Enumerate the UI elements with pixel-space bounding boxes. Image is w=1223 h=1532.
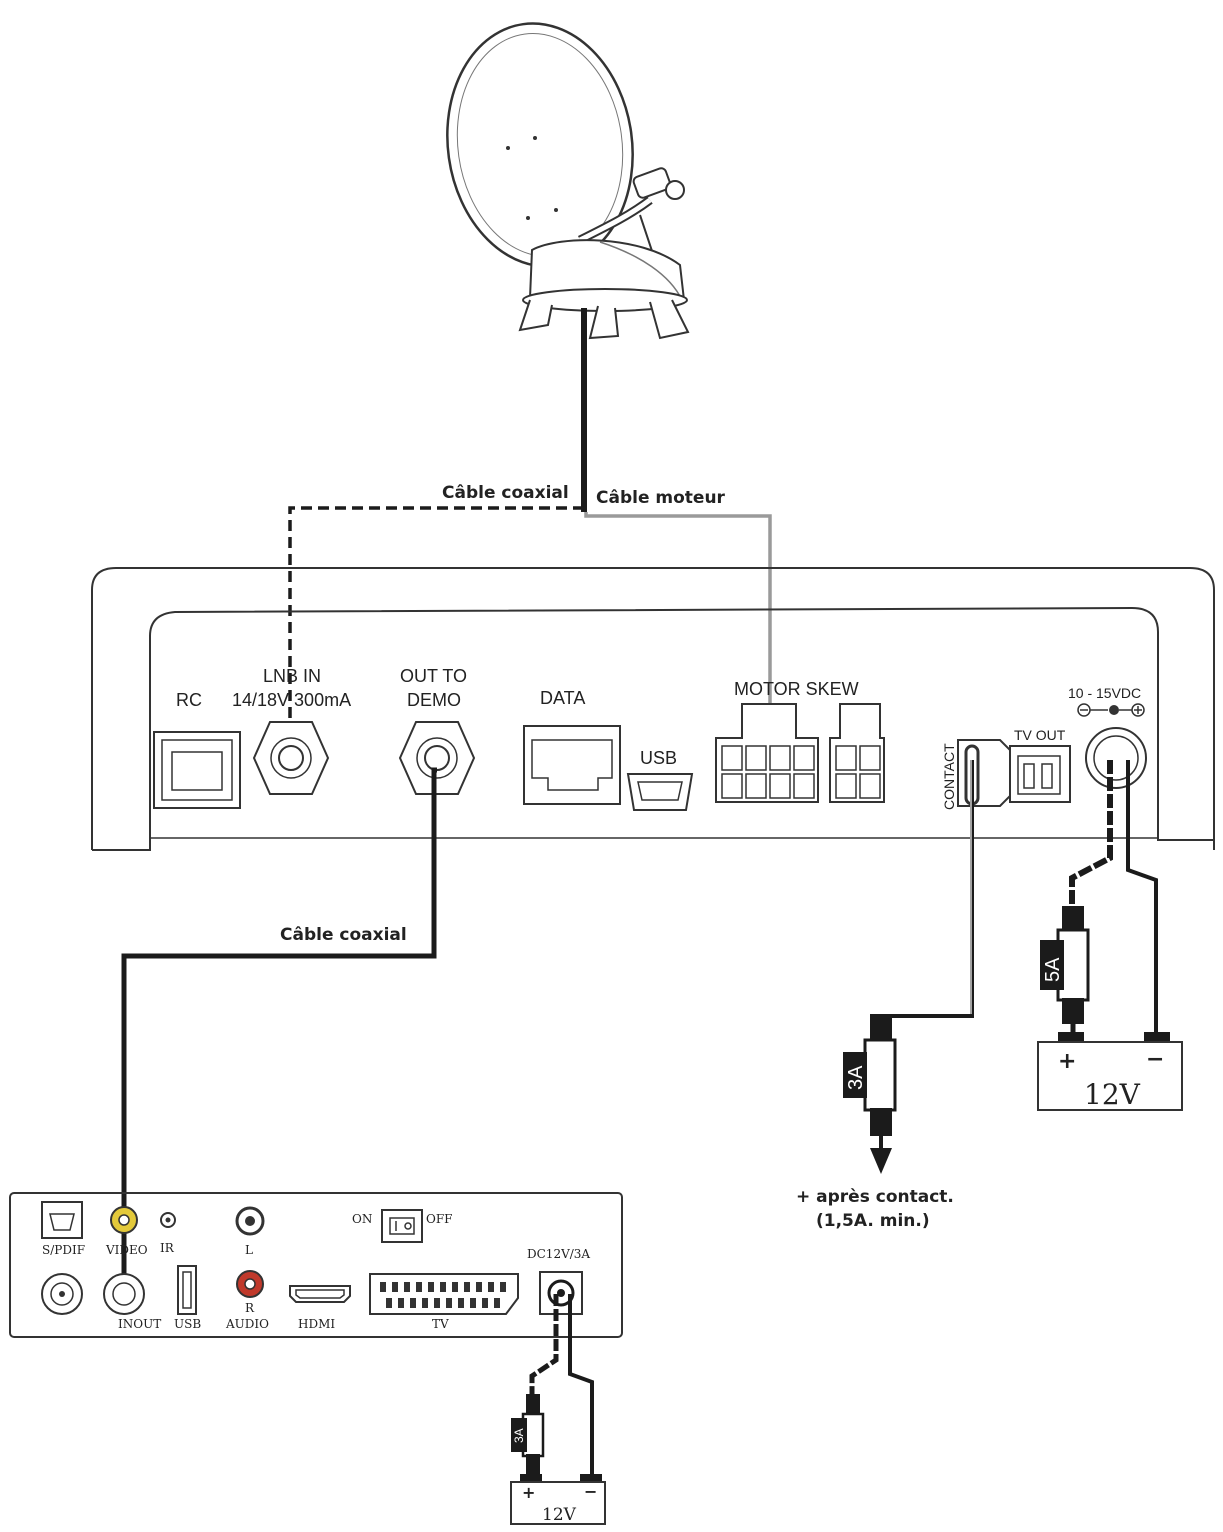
- receiver-usb-port[interactable]: [177, 1265, 197, 1315]
- coax-cable-top-label: Câble coaxial: [442, 483, 569, 503]
- audio-r-label: R: [245, 1301, 255, 1315]
- antenna-in-jack[interactable]: [41, 1273, 83, 1315]
- receiver-battery-minus: −: [584, 1482, 597, 1501]
- main-battery-minus: −: [1146, 1047, 1164, 1072]
- main-battery: + − 12V: [1037, 1032, 1183, 1111]
- rc-port[interactable]: [153, 731, 241, 809]
- audio-l-jack[interactable]: [235, 1206, 265, 1236]
- tv-out-connector[interactable]: [1009, 745, 1071, 803]
- contact-label: CONTACT: [941, 743, 957, 810]
- out-to-demo-connector[interactable]: [398, 721, 476, 795]
- receiver-battery: + − 12V: [510, 1474, 606, 1525]
- rc-label: RC: [176, 690, 202, 710]
- usb-port[interactable]: [626, 773, 694, 811]
- dish-reflector: [446, 22, 634, 268]
- main-battery-plus: +: [1058, 1049, 1076, 1074]
- receiver: S/PDIF VIDEO IR L ON OFF DC12V/3A: [9, 1192, 623, 1338]
- receiver-fuse-label: 3A: [512, 1428, 526, 1443]
- tv-label: TV: [432, 1317, 449, 1331]
- contact-fuse-label: 3A: [845, 1065, 867, 1090]
- switch-off-label: OFF: [426, 1212, 453, 1226]
- ir-label: IR: [160, 1241, 175, 1255]
- data-label: DATA: [540, 688, 585, 708]
- main-battery-voltage: 12V: [1084, 1078, 1141, 1111]
- power-range-label: 10 - 15VDC: [1068, 685, 1141, 701]
- polarity-symbol: [1077, 703, 1145, 717]
- scart-tv-port[interactable]: [369, 1273, 519, 1315]
- coax-cable-receiver: [121, 767, 437, 1292]
- satellite-dish: [446, 22, 690, 340]
- lnb-in-spec: 14/18V 300mA: [232, 690, 351, 710]
- audio-l-label: L: [245, 1243, 253, 1257]
- hdmi-label: HDMI: [298, 1317, 335, 1331]
- inout-label: INOUT: [118, 1317, 161, 1331]
- control-box: RC LNB IN 14/18V 300mA OUT TO DEMO DATA: [91, 567, 1215, 851]
- video-label: VIDEO: [105, 1243, 148, 1257]
- out-to-demo-label: OUT TO: [400, 666, 467, 686]
- power-spec-label: DC12V/3A: [527, 1247, 590, 1261]
- inout-jack[interactable]: [103, 1273, 145, 1315]
- data-port[interactable]: [523, 725, 621, 805]
- hdmi-port[interactable]: [289, 1285, 351, 1303]
- out-to-demo-label-2: DEMO: [407, 690, 461, 710]
- contact-note-line1: + après contact.: [796, 1187, 954, 1207]
- contact-connector[interactable]: [957, 739, 1013, 807]
- tv-out-label: TV OUT: [1014, 727, 1066, 743]
- contact-fuse: 3A: [843, 1014, 897, 1174]
- receiver-usb-label: USB: [174, 1317, 201, 1331]
- receiver-battery-voltage: 12V: [542, 1505, 577, 1525]
- motor-skew-label: MOTOR SKEW: [734, 679, 859, 699]
- power-jack[interactable]: [1085, 727, 1147, 789]
- receiver-power-jack[interactable]: [539, 1271, 583, 1315]
- lnb-in-connector[interactable]: [252, 721, 330, 795]
- power-switch[interactable]: [381, 1209, 423, 1243]
- audio-r-jack[interactable]: [236, 1270, 264, 1298]
- usb-label: USB: [640, 748, 677, 768]
- spdif-label: S/PDIF: [42, 1243, 85, 1257]
- coax-cable-bottom-label: Câble coaxial: [280, 925, 407, 945]
- receiver-fuse: 3A: [511, 1394, 545, 1476]
- lnb-in-label: LNB IN: [263, 666, 321, 686]
- ir-jack[interactable]: [160, 1212, 176, 1228]
- lnb-head: [632, 167, 672, 199]
- motor-cable-label: Câble moteur: [596, 488, 726, 508]
- receiver-battery-plus: +: [522, 1483, 535, 1502]
- audio-label: AUDIO: [225, 1317, 269, 1331]
- motor-cable: [584, 512, 772, 740]
- video-jack[interactable]: [110, 1206, 138, 1234]
- contact-note-line2: (1,5A. min.): [816, 1211, 930, 1231]
- skew-connector[interactable]: [829, 703, 885, 803]
- switch-on-label: ON: [352, 1212, 372, 1226]
- contact-arrow: [870, 1148, 892, 1174]
- motor-connector[interactable]: [715, 703, 819, 803]
- battery-fuse: 5A: [1040, 906, 1090, 1034]
- coax-cable-lnb: [288, 506, 584, 760]
- spdif-port[interactable]: [41, 1201, 83, 1239]
- battery-fuse-label: 5A: [1042, 957, 1064, 982]
